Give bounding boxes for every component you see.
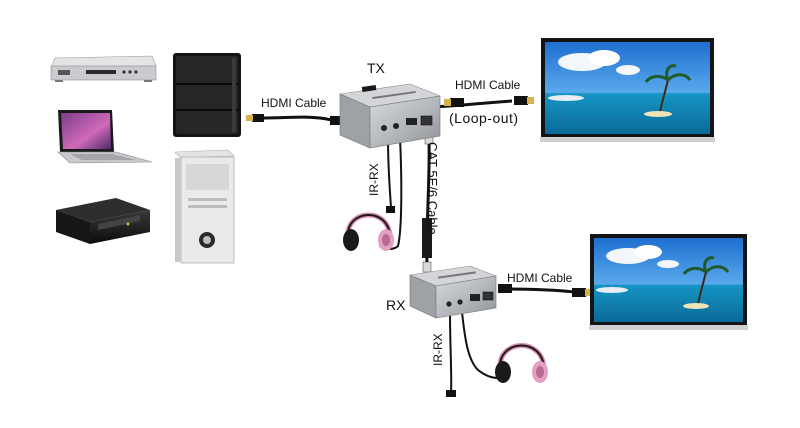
rx-label: RX	[386, 297, 406, 313]
hdmi-cable-source-label: HDMI Cable	[261, 96, 327, 110]
tv-loop-out-icon	[540, 38, 715, 142]
hdmi-cable-rx	[498, 284, 592, 297]
cat-cable	[422, 133, 434, 273]
headphones-rx-icon	[495, 343, 548, 383]
hdmi-cable-source	[246, 114, 344, 125]
pc-tower-icon	[174, 149, 235, 264]
ir-rx-rx-label: IR-RX	[431, 333, 445, 366]
tx-label: TX	[367, 60, 385, 76]
set-top-box-icon	[56, 198, 150, 244]
rx-ir-cables	[446, 311, 509, 397]
hdmi-cable-loop-label: HDMI Cable	[455, 78, 521, 92]
hdmi-cable-loop	[431, 96, 534, 109]
rx-extender-device	[408, 265, 498, 319]
ir-rx-tx-label: IR-RX	[367, 163, 381, 196]
headphones-tx-icon	[343, 212, 394, 251]
laptop-icon	[57, 110, 153, 164]
tx-extender-device	[338, 83, 442, 149]
dvd-player-icon	[50, 55, 157, 82]
hdmi-cable-rx-label: HDMI Cable	[507, 271, 573, 285]
loop-out-label: (Loop-out)	[449, 110, 519, 126]
tv-rx-output-icon	[589, 234, 748, 330]
game-console-icon	[173, 53, 241, 137]
cat-cable-label: CAT 5E/6 Cable	[425, 142, 440, 235]
